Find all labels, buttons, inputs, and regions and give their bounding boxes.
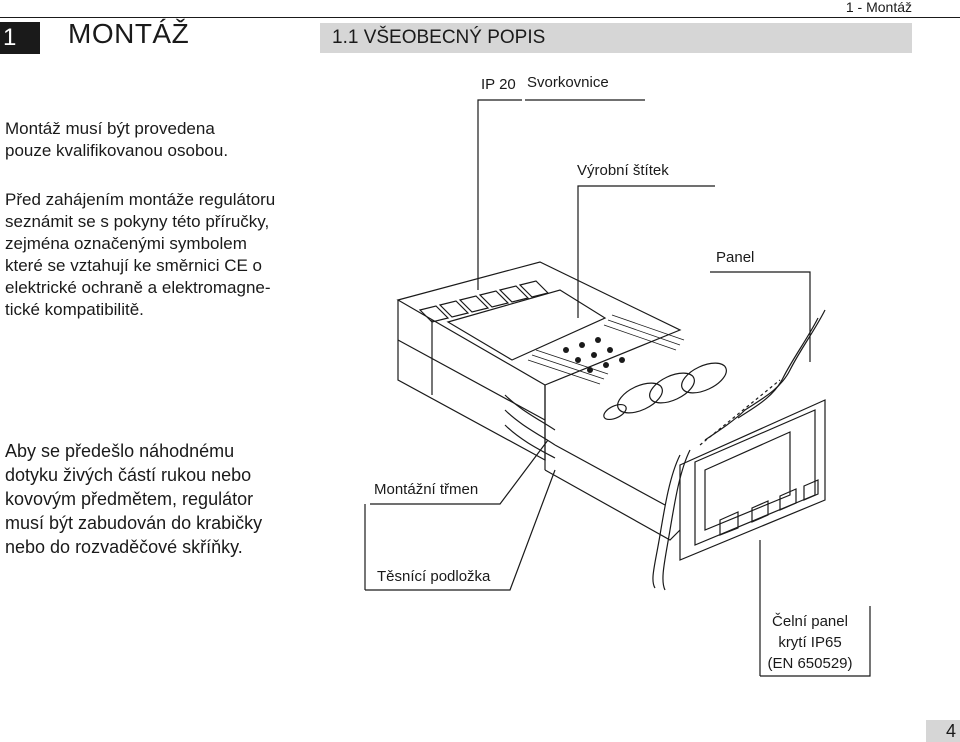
header-rule [0, 17, 960, 18]
chapter-number: 1 [0, 22, 40, 54]
front-bezel [679, 399, 826, 561]
terminal-block-label: Svorkovnice [527, 74, 609, 91]
ip20-leader [477, 99, 522, 290]
front-panel-leader [760, 606, 871, 677]
nameplate-label: Výrobní štítek [577, 162, 669, 179]
clamp-leader [370, 439, 549, 505]
section-title: 1.1 VŠEOBECNÝ POPIS [320, 23, 912, 53]
mounting-clamp-label: Montážní třmen [374, 481, 479, 498]
panel-leader [710, 271, 811, 362]
ip20-label: IP 20 [481, 76, 516, 93]
panel-label: Panel [716, 249, 755, 266]
safety-text: Aby se předešlo náhodnému dotyku živých … [5, 441, 263, 557]
front-panel-label: Čelní panel krytí IP65 (EN 650529) [767, 613, 853, 672]
gasket-leader [365, 469, 556, 591]
nameplate-leader [577, 185, 715, 318]
section-reference: 1 - Montáž [845, 0, 912, 15]
page-number: 4 [926, 720, 960, 742]
qualified-personnel-text: Montáž musí být provedena pouze kvalifik… [5, 119, 229, 160]
chapter-title: MONTÁŽ [68, 18, 190, 49]
instructions-text: Před zahájením montáže regulátoru seznám… [5, 190, 276, 319]
housing-top-face [396, 261, 682, 386]
gasket-label: Těsnící podložka [377, 568, 491, 585]
